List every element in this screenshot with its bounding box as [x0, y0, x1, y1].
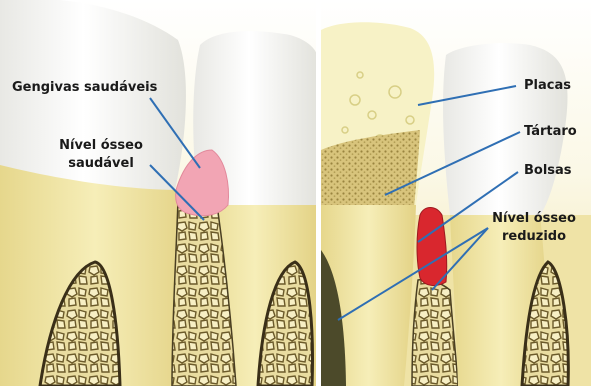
reduced-bone-label-line2: reduzido — [478, 228, 590, 246]
left-panel — [0, 0, 318, 386]
plaque-label: Placas — [524, 77, 571, 95]
reduced-bone-label: Nível ósseo reduzido — [478, 210, 590, 246]
panel-divider — [316, 0, 321, 386]
reduced-bone — [412, 279, 458, 386]
healthy-bone-label-line1: Nível ósseo — [46, 137, 156, 155]
healthy-bone-label-line2: saudável — [46, 155, 156, 173]
inflamed-gum-pocket — [417, 208, 447, 286]
healthy-gums-label: Gengivas saudáveis — [12, 79, 157, 97]
pockets-label: Bolsas — [524, 162, 572, 180]
tartar-label: Tártaro — [524, 123, 577, 141]
healthy-bone-label: Nível ósseo saudável — [46, 137, 156, 173]
reduced-bone-label-line1: Nível ósseo — [478, 210, 590, 228]
right-panel — [321, 0, 591, 386]
